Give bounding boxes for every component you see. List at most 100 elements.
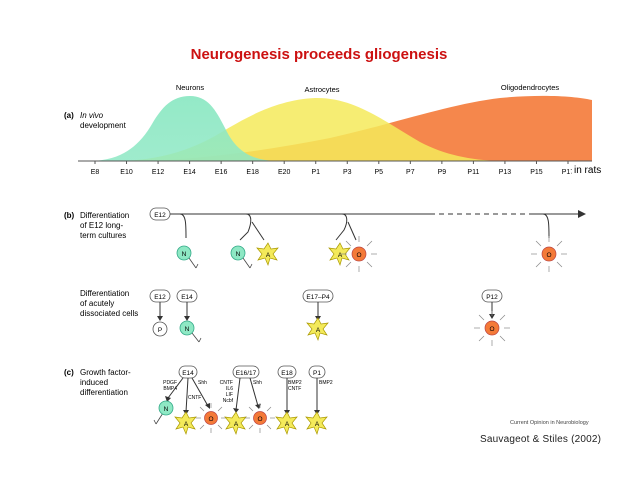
process: [266, 406, 272, 412]
timeline-arrowhead: [578, 210, 586, 218]
cell-letter: N: [185, 326, 190, 333]
factor-label: CNTF: [288, 386, 301, 392]
stage-pill-e14: E14: [176, 289, 198, 303]
process: [345, 240, 352, 247]
factor-arrowheads: [165, 396, 320, 415]
astrocyte-cell: A: [328, 242, 351, 267]
process: [217, 406, 223, 412]
cell-body: [275, 411, 298, 436]
stage-label: E12: [154, 212, 166, 219]
cell-letter: A: [184, 421, 189, 428]
process: [478, 335, 485, 342]
branch-4: [542, 213, 550, 239]
arrow: [191, 377, 209, 407]
astrocyte-cell: A: [306, 317, 329, 342]
stage-label: E18: [281, 370, 293, 377]
panel-a-desc-1: In vivo: [80, 111, 104, 120]
start-cell-e12: E12: [149, 207, 171, 221]
cell-letter: A: [316, 327, 321, 334]
process: [345, 261, 352, 268]
neuron-cell: N: [153, 400, 174, 425]
axon: [188, 257, 197, 269]
stage-label: E17–P4: [306, 294, 330, 301]
cell-letter: O: [356, 252, 361, 259]
factor-label: Shh: [253, 380, 262, 386]
axon: [242, 257, 251, 269]
axon-tip: [195, 263, 199, 269]
arrowhead: [165, 396, 171, 402]
process: [499, 314, 506, 321]
factor-label: CNTF: [188, 395, 201, 401]
arrow: [185, 377, 189, 413]
astrocyte-cell: A: [224, 411, 247, 436]
panel-c-label: (c): [64, 368, 74, 377]
factor-label: BMP4: [163, 386, 177, 392]
factor-label: IL6: [226, 386, 233, 392]
cell-letter: A: [315, 421, 320, 428]
cell-letter: O: [546, 252, 551, 259]
stage-label: E12: [154, 294, 166, 301]
process: [248, 424, 254, 430]
stage-label: E14: [181, 294, 193, 301]
cell-body: [224, 411, 247, 436]
process: [499, 335, 506, 342]
branch-2a: [239, 213, 252, 241]
axon-tip: [153, 419, 157, 425]
cell-body: [351, 246, 367, 262]
factor-label: Ncbf: [223, 398, 234, 404]
axis-tick-label: E12: [152, 169, 165, 176]
panel-c-desc-3: differentiation: [80, 388, 128, 397]
factor-arrows: [167, 377, 318, 413]
stage-pill-p1: P1: [308, 365, 326, 379]
cell-body: [541, 246, 557, 262]
process: [366, 261, 373, 268]
cell-body: [484, 320, 500, 336]
journal-credit: Current Opinion in Neurobiology: [510, 420, 589, 426]
astrocyte-cell: A: [275, 411, 298, 436]
stage-pill-e17-p4: E17–P4: [302, 289, 334, 303]
axis-tick-label: P7: [406, 169, 415, 176]
arrow: [235, 377, 241, 411]
axis-tick-label: E8: [91, 169, 100, 176]
panel-a: (a) In vivo development Neurons Astrocyt…: [64, 83, 592, 176]
cell-body: [204, 411, 218, 425]
cell-body: [256, 242, 279, 267]
stage-pill-e16-17: E16/17: [232, 365, 260, 379]
stage-pill-e12: E12: [149, 289, 171, 303]
cell-body: [179, 320, 195, 336]
factor-label: CNTF: [220, 380, 233, 386]
curve-label-oligodendrocytes: Oligodendrocytes: [501, 83, 560, 92]
cell-letter: P: [158, 327, 162, 334]
panel-b-desc2-2: of acutely: [80, 299, 114, 308]
panel-b-desc2-3: dissociated cells: [80, 309, 138, 318]
factor-label: Shh: [198, 380, 207, 386]
factor-label: BMP2: [288, 380, 302, 386]
panel-b-desc1-1: Differentiation: [80, 211, 129, 220]
stage-label: E16/17: [236, 370, 257, 377]
astrocyte-cell: A: [174, 411, 197, 436]
process: [478, 314, 485, 321]
process: [217, 424, 223, 430]
cell-letter: O: [257, 416, 262, 423]
cell-body: [152, 321, 168, 337]
cell-letter: A: [285, 421, 290, 428]
axis-tick-label: E10: [120, 169, 133, 176]
cell-body: [176, 245, 192, 261]
cell-letter: O: [489, 326, 494, 333]
citation: Sauvageot & Stiles (2002): [480, 434, 602, 445]
slide-title: Neurogenesis proceeds gliogenesis: [190, 46, 448, 63]
axis-tick-label: P3: [343, 169, 352, 176]
axis-tick-label: P11: [467, 169, 479, 176]
cell-body: [305, 411, 328, 436]
process: [535, 240, 542, 247]
axon-tip: [198, 337, 202, 343]
axis-tick-label: P5: [375, 169, 384, 176]
branch-3b: [347, 221, 357, 241]
arrowhead: [233, 408, 239, 413]
factor-label: BMP2: [319, 380, 333, 386]
panel-c-desc-2: induced: [80, 378, 108, 387]
cell-letter: N: [164, 406, 169, 413]
cell-letter: O: [208, 416, 213, 423]
